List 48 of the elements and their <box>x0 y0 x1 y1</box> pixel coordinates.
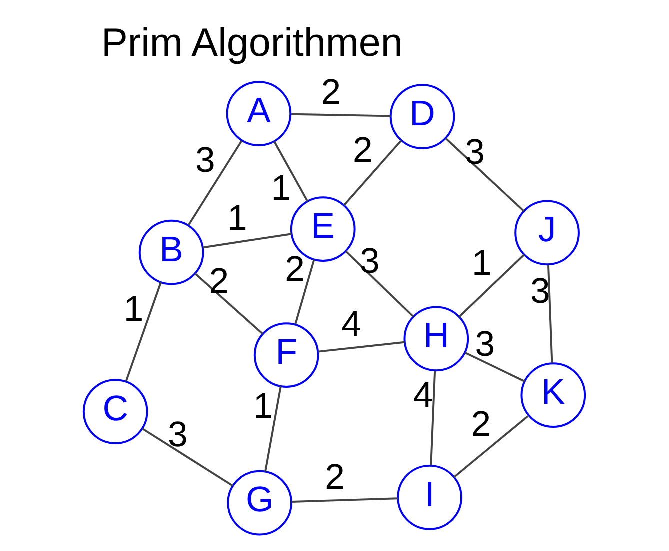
connector <box>430 371 436 466</box>
connector <box>318 341 405 353</box>
node-circle: J <box>514 200 580 266</box>
edge-label: 2 <box>209 260 230 301</box>
node-circle: B <box>138 220 204 286</box>
edge-label: 1 <box>271 168 292 208</box>
node-circle: F <box>254 322 320 388</box>
edge-label: 3 <box>530 271 550 312</box>
edge-label: 2 <box>321 72 342 112</box>
edge-label: 1 <box>228 198 248 238</box>
connector <box>291 113 391 118</box>
edge-label: 2 <box>471 404 492 444</box>
edge-label: 1 <box>253 386 274 426</box>
connector <box>188 140 243 226</box>
node-circle: I <box>397 464 462 530</box>
node-circle: A <box>226 81 292 146</box>
node-circle: H <box>404 306 470 372</box>
connector <box>345 250 414 318</box>
edge-label: 4 <box>342 304 362 344</box>
edge-label: 4 <box>413 375 434 416</box>
node-circle: C <box>82 379 148 444</box>
connector <box>194 273 264 335</box>
connector <box>292 498 398 503</box>
edge-label: 3 <box>465 132 485 172</box>
connector <box>458 254 525 318</box>
edge-label: 2 <box>352 130 373 170</box>
connector <box>294 260 316 324</box>
connector <box>264 386 282 472</box>
edge-label: 3 <box>360 241 380 282</box>
connector <box>274 141 309 202</box>
connector <box>464 352 526 382</box>
connector <box>343 140 402 206</box>
node-circle: D <box>390 84 456 150</box>
edge-label: 2 <box>325 457 345 498</box>
connector <box>454 415 529 478</box>
edge-label: 1 <box>124 288 144 329</box>
connector <box>548 264 554 364</box>
edge-label: 3 <box>475 324 496 364</box>
edge-label: 3 <box>168 414 188 454</box>
connector <box>445 138 525 212</box>
edge-label: 3 <box>195 140 216 180</box>
diagram-title: Prim Algorithmen <box>102 20 403 65</box>
connector <box>125 282 162 382</box>
node-circle: K <box>520 362 586 428</box>
node-circle: G <box>227 470 292 536</box>
connector <box>142 428 234 487</box>
edge-label: 1 <box>472 242 492 283</box>
connector <box>202 233 292 249</box>
